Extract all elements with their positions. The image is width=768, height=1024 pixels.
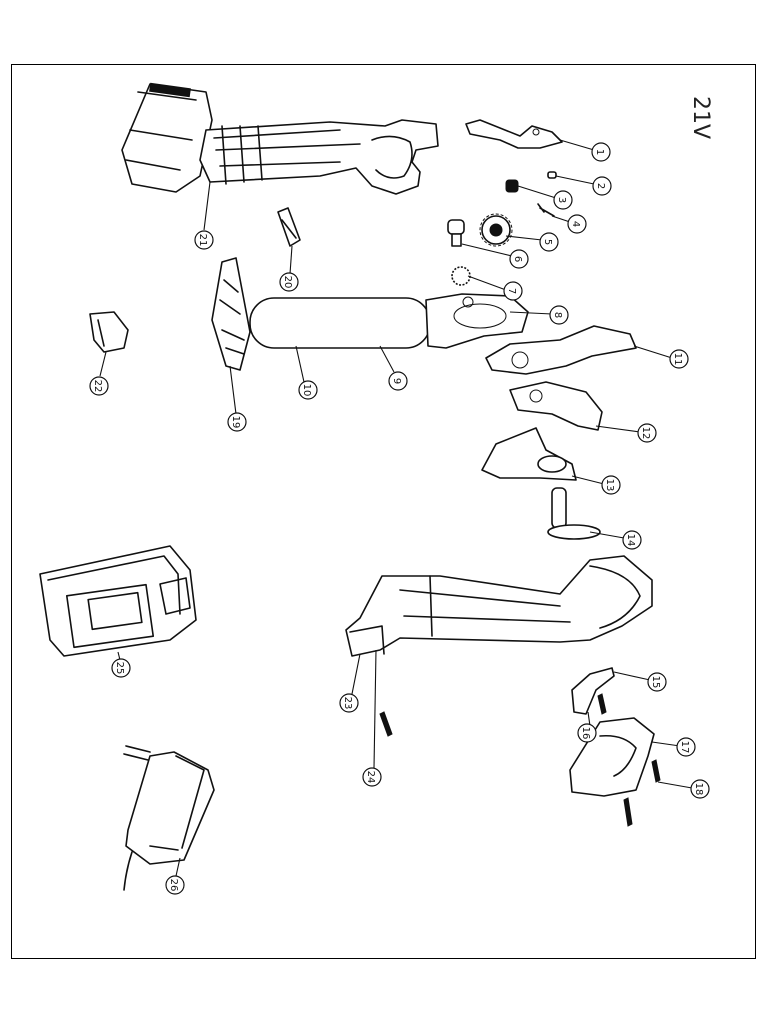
svg-text:22: 22: [92, 380, 103, 393]
callout-11: 11: [669, 349, 689, 369]
callout-14: 14: [622, 530, 642, 550]
svg-text:3: 3: [556, 197, 567, 203]
svg-text:19: 19: [230, 416, 241, 429]
callout-2: 2: [592, 176, 612, 196]
callout-20: 20: [279, 272, 299, 292]
svg-text:15: 15: [650, 676, 661, 689]
part-2-drawing: [547, 171, 557, 179]
callout-17: 17: [676, 737, 696, 757]
callout-21: 21: [194, 230, 214, 250]
part-12-drawing: [509, 381, 603, 431]
callout-22: 22: [89, 376, 109, 396]
callout-6: 6: [509, 249, 529, 269]
svg-text:11: 11: [672, 353, 683, 366]
callout-19: 19: [227, 412, 247, 432]
svg-text:14: 14: [625, 534, 636, 547]
callout-9: 9: [388, 371, 408, 391]
part-20-drawing: [89, 311, 129, 353]
part-19-drawing: [211, 257, 251, 371]
callout-4: 4: [567, 214, 587, 234]
part-11-drawing: [485, 325, 637, 375]
svg-text:18: 18: [693, 783, 704, 796]
svg-text:7: 7: [506, 288, 517, 294]
callout-15: 15: [647, 672, 667, 692]
svg-text:25: 25: [114, 662, 125, 675]
svg-text:6: 6: [512, 256, 523, 262]
svg-text:21: 21: [197, 234, 208, 247]
part-3-drawing: [505, 179, 519, 193]
svg-text:8: 8: [552, 312, 563, 318]
svg-text:23: 23: [342, 697, 353, 710]
svg-text:10: 10: [301, 384, 312, 397]
assembled-pruner-drawing: [121, 82, 439, 195]
leader-lines: [99, 139, 693, 877]
callout-16: 16: [577, 723, 597, 743]
callout-13: 13: [601, 475, 621, 495]
part-9-10-drawing: [249, 293, 529, 349]
part-17-drawing: [277, 207, 301, 247]
callout-23: 23: [339, 693, 359, 713]
callout-3: 3: [553, 190, 573, 210]
part-5-drawing: [479, 213, 513, 247]
part-1-drawing: [465, 119, 563, 149]
callout-8: 8: [549, 305, 569, 325]
part-27-drawing: [571, 667, 615, 715]
part-6-drawing: [447, 219, 465, 247]
svg-text:17: 17: [679, 741, 690, 754]
callout-18: 18: [690, 779, 710, 799]
callout-10: 10: [298, 380, 318, 400]
part-21-drawing: [39, 545, 197, 657]
svg-text:24: 24: [365, 771, 376, 784]
part-16-drawing: [345, 555, 653, 657]
svg-text:13: 13: [604, 479, 615, 492]
svg-text:1: 1: [594, 149, 605, 155]
part-14-drawing: [547, 487, 601, 540]
part-7-drawing: [451, 266, 471, 286]
svg-text:26: 26: [168, 879, 179, 892]
svg-text:2: 2: [595, 183, 606, 189]
part-22-drawing: [123, 745, 215, 891]
callout-26: 26: [165, 875, 185, 895]
svg-text:20: 20: [282, 276, 293, 289]
svg-text:12: 12: [640, 427, 651, 440]
drawing-frame: [11, 64, 756, 959]
callout-7: 7: [503, 281, 523, 301]
screws-drawing: [379, 693, 661, 827]
callout-25: 25: [111, 658, 131, 678]
callout-1: 1: [591, 142, 611, 162]
part-13-drawing: [481, 427, 577, 481]
part-4-drawing: [537, 203, 555, 217]
voltage-label: 21V: [688, 96, 713, 139]
svg-text:9: 9: [391, 378, 402, 384]
svg-text:4: 4: [570, 221, 581, 227]
callout-5: 5: [539, 232, 559, 252]
svg-text:5: 5: [542, 239, 553, 245]
callout-24: 24: [362, 767, 382, 787]
svg-text:16: 16: [580, 727, 591, 740]
callout-12: 12: [637, 423, 657, 443]
